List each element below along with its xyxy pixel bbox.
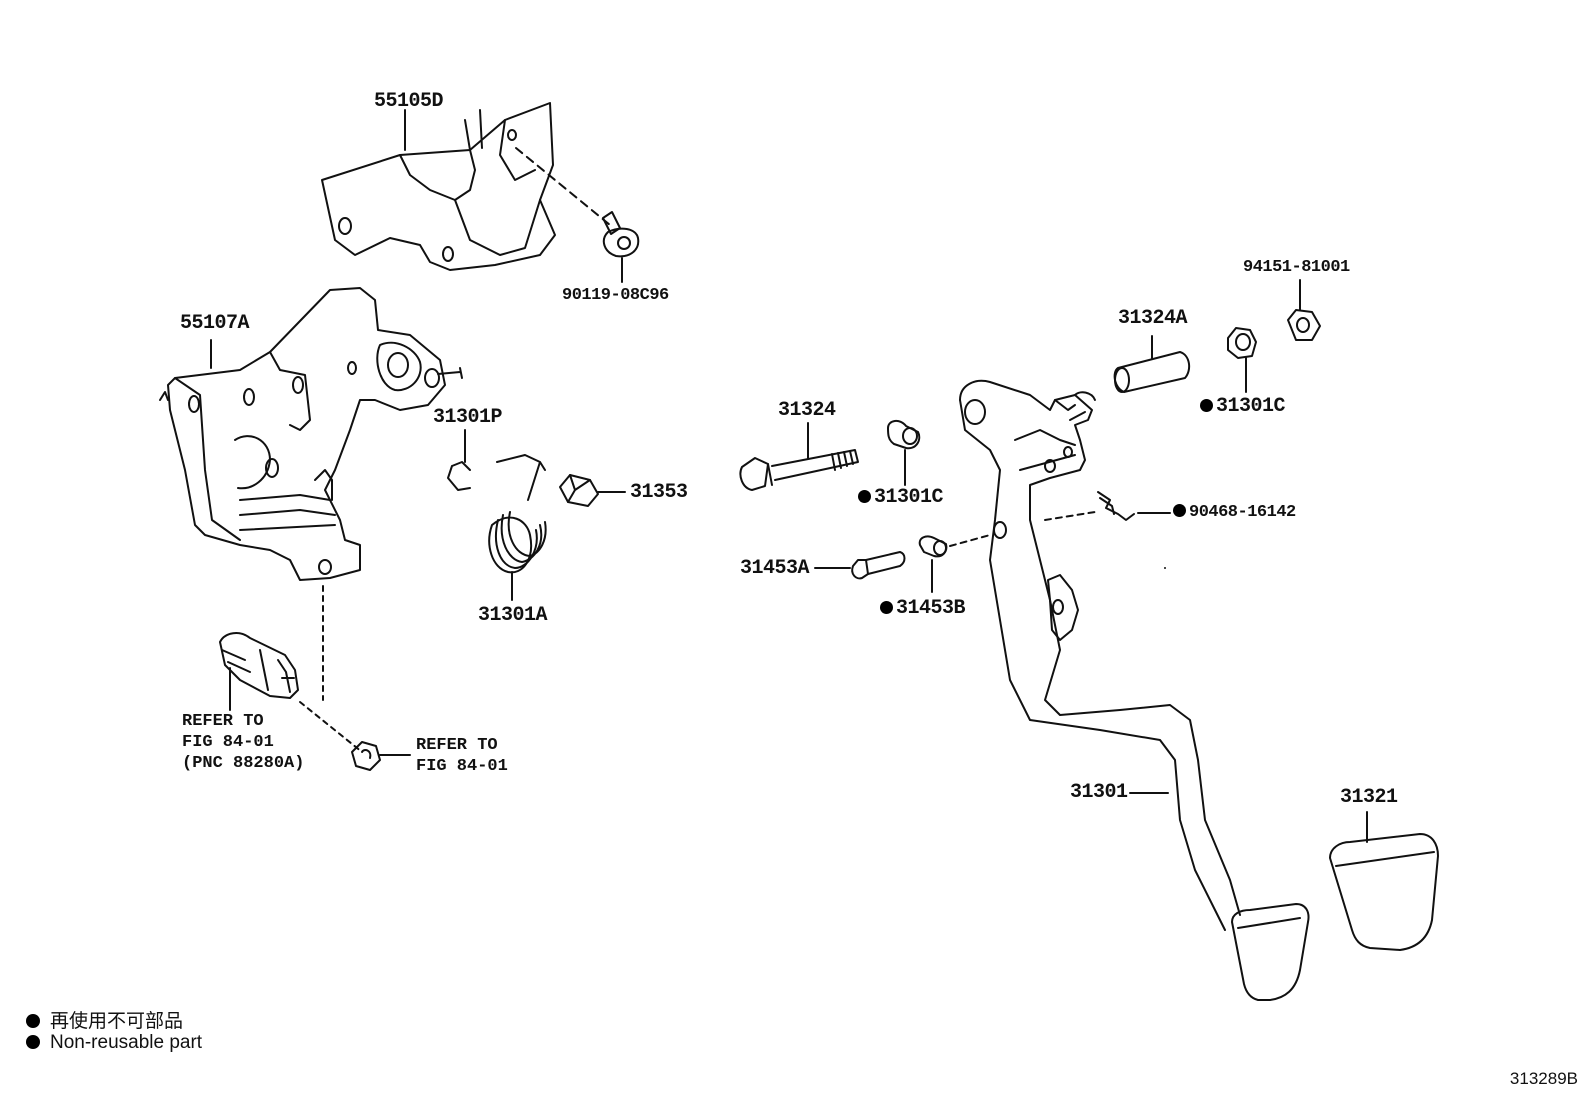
label-31301: 31301: [1070, 781, 1128, 804]
label-94151-81001: 94151-81001: [1243, 258, 1350, 277]
non-reusable-dot-icon: [26, 1035, 40, 1049]
label-55107a: 55107A: [180, 312, 250, 335]
spring-31301a-drawing: [488, 454, 547, 601]
collar-31324a-drawing: [1113, 335, 1191, 393]
pedal-pad-31321-drawing: [1329, 811, 1439, 951]
stop-switch-drawing: [219, 632, 363, 753]
bushing-31301c-right-drawing: [1227, 327, 1257, 393]
legend-en: Non-reusable part: [26, 1032, 202, 1054]
bushing-31453b-drawing: [918, 534, 991, 593]
label-31301c-center: 31301C: [858, 488, 944, 508]
pedal-arm-31301-drawing: [959, 380, 1241, 931]
nut-drawing: [351, 741, 411, 771]
bracket-55105d-drawing: [321, 102, 556, 271]
pin-31453a-drawing: [814, 551, 906, 580]
bolt-90119-drawing: [515, 147, 640, 283]
figure-number: 313289B: [1509, 1069, 1578, 1088]
nut-31353-drawing: [559, 474, 626, 507]
bracket-55107a-drawing: [159, 287, 463, 581]
label-31301a: 31301A: [478, 604, 548, 627]
clip-31301p-drawing: [447, 429, 471, 491]
nut-94151-drawing: [1287, 279, 1321, 341]
label-55105d: 55105D: [374, 90, 444, 113]
non-reusable-dot-icon: [1173, 504, 1186, 517]
label-31324: 31324: [778, 399, 836, 422]
refer-note-nut: REFER TO FIG 84-01: [416, 736, 508, 776]
label-90468-16142: 90468-16142: [1173, 504, 1296, 521]
label-31324a: 31324A: [1118, 307, 1188, 330]
non-reusable-dot-icon: [1200, 399, 1213, 412]
non-reusable-dot-icon: [858, 490, 871, 503]
non-reusable-dot-icon: [880, 601, 893, 614]
pedal-pad-on-arm-drawing: [1231, 903, 1310, 1001]
clip-90468-drawing: [1044, 491, 1171, 521]
label-31301p: 31301P: [433, 406, 503, 429]
bushing-31301c-drawing: [887, 420, 921, 486]
non-reusable-dot-icon: [26, 1014, 40, 1028]
bolt-31324-drawing: [739, 422, 859, 491]
label-31301c-right: 31301C: [1200, 397, 1286, 417]
label-31353: 31353: [630, 481, 688, 504]
label-90119-08c96: 90119-08C96: [562, 286, 669, 305]
label-31321: 31321: [1340, 786, 1398, 809]
refer-note-switch: REFER TO FIG 84-01 (PNC 88280A): [182, 712, 305, 773]
label-31453a: 31453A: [740, 557, 810, 580]
legend-jp: 再使用不可部品: [26, 1006, 183, 1033]
label-31453b: 31453B: [880, 599, 966, 619]
